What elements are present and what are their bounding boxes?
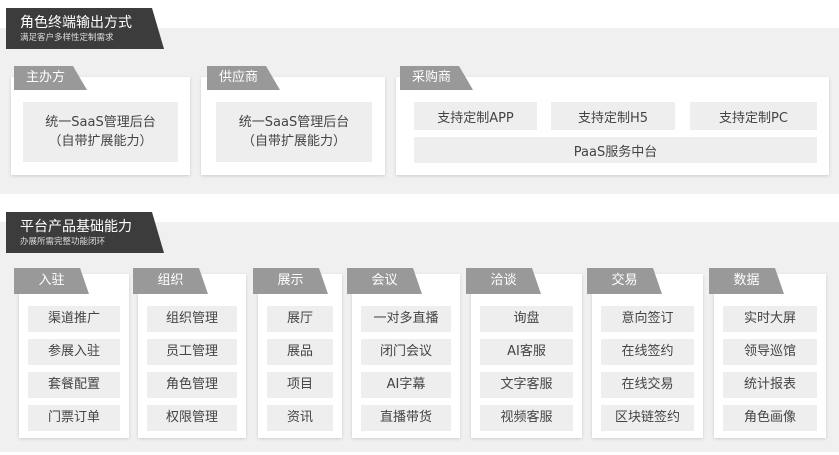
tag-purchaser: 采购商 (400, 66, 473, 90)
column-tag: 入驻 (14, 268, 89, 294)
list-item: 渠道推广 (28, 306, 120, 332)
panel-supplier: 统一SaaS管理后台 （自带扩展能力） (201, 77, 385, 175)
column-transaction: 交易 意向签订 在线签约 在线交易 区块链签约 (587, 268, 703, 438)
column-tag: 会议 (347, 268, 422, 294)
column-data: 数据 实时大屏 领导巡馆 统计报表 角色画像 (709, 268, 826, 438)
column-tag: 交易 (587, 268, 662, 294)
list-item: 参展入驻 (28, 339, 120, 365)
list-item: 资讯 (267, 405, 333, 431)
section-title: 角色终端输出方式 (20, 15, 132, 31)
list-item: 在线交易 (601, 372, 694, 398)
section-subtitle: 满足客户多样性定制需求 (20, 33, 114, 43)
list-item: 询盘 (480, 306, 573, 332)
list-item: 区块链签约 (601, 405, 694, 431)
list-item: 文字客服 (480, 372, 573, 398)
supplier-saas-line2: （自带扩展能力） (241, 134, 346, 149)
list-item: 权限管理 (147, 405, 237, 431)
column-negotiation: 洽谈 询盘 AI客服 文字客服 视频客服 (466, 268, 582, 438)
column-display: 展示 展厅 展品 项目 资讯 (253, 268, 342, 438)
organizer-saas-box: 统一SaaS管理后台 （自带扩展能力） (23, 102, 178, 162)
section-title: 平台产品基础能力 (20, 219, 132, 235)
supplier-saas-line1: 统一SaaS管理后台 (238, 115, 350, 130)
list-item: 直播带货 (361, 405, 451, 431)
paas-service-box: PaaS服务中台 (414, 137, 817, 163)
supplier-saas-box: 统一SaaS管理后台 （自带扩展能力） (216, 102, 372, 162)
column-organization: 组织 组织管理 员工管理 角色管理 权限管理 (133, 268, 246, 438)
column-tag: 洽谈 (466, 268, 541, 294)
organizer-saas-line2: （自带扩展能力） (48, 134, 153, 149)
section-title-output-modes: 角色终端输出方式 满足客户多样性定制需求 (6, 8, 164, 49)
column-onboarding: 入驻 渠道推广 参展入驻 套餐配置 门票订单 (14, 268, 129, 438)
list-item: 项目 (267, 372, 333, 398)
list-item: AI客服 (480, 339, 573, 365)
list-item: 在线签约 (601, 339, 694, 365)
column-tag: 展示 (253, 268, 328, 294)
list-item: 实时大屏 (723, 306, 817, 332)
panel-purchaser: 支持定制APP 支持定制H5 支持定制PC PaaS服务中台 (396, 77, 829, 175)
section-title-platform-capabilities: 平台产品基础能力 办展所需完整功能闭环 (6, 212, 164, 253)
list-item: 视频客服 (480, 405, 573, 431)
list-item: 员工管理 (147, 339, 237, 365)
list-item: 领导巡馆 (723, 339, 817, 365)
list-item: AI字幕 (361, 372, 451, 398)
list-item: 展品 (267, 339, 333, 365)
list-item: 套餐配置 (28, 372, 120, 398)
list-item: 意向签订 (601, 306, 694, 332)
list-item: 展厅 (267, 306, 333, 332)
list-item: 一对多直播 (361, 306, 451, 332)
custom-app-box: 支持定制APP (414, 102, 537, 130)
custom-pc-box: 支持定制PC (690, 102, 817, 130)
column-tag: 数据 (709, 268, 784, 294)
list-item: 角色管理 (147, 372, 237, 398)
tag-supplier: 供应商 (207, 66, 280, 90)
list-item: 门票订单 (28, 405, 120, 431)
section-subtitle: 办展所需完整功能闭环 (20, 237, 106, 247)
custom-h5-box: 支持定制H5 (551, 102, 675, 130)
column-meeting: 会议 一对多直播 闭门会议 AI字幕 直播带货 (347, 268, 460, 438)
list-item: 闭门会议 (361, 339, 451, 365)
organizer-saas-line1: 统一SaaS管理后台 (45, 115, 156, 130)
panel-organizer: 统一SaaS管理后台 （自带扩展能力） (11, 77, 190, 175)
list-item: 角色画像 (723, 405, 817, 431)
list-item: 统计报表 (723, 372, 817, 398)
list-item: 组织管理 (147, 306, 237, 332)
tag-organizer: 主办方 (14, 66, 87, 90)
column-tag: 组织 (133, 268, 208, 294)
